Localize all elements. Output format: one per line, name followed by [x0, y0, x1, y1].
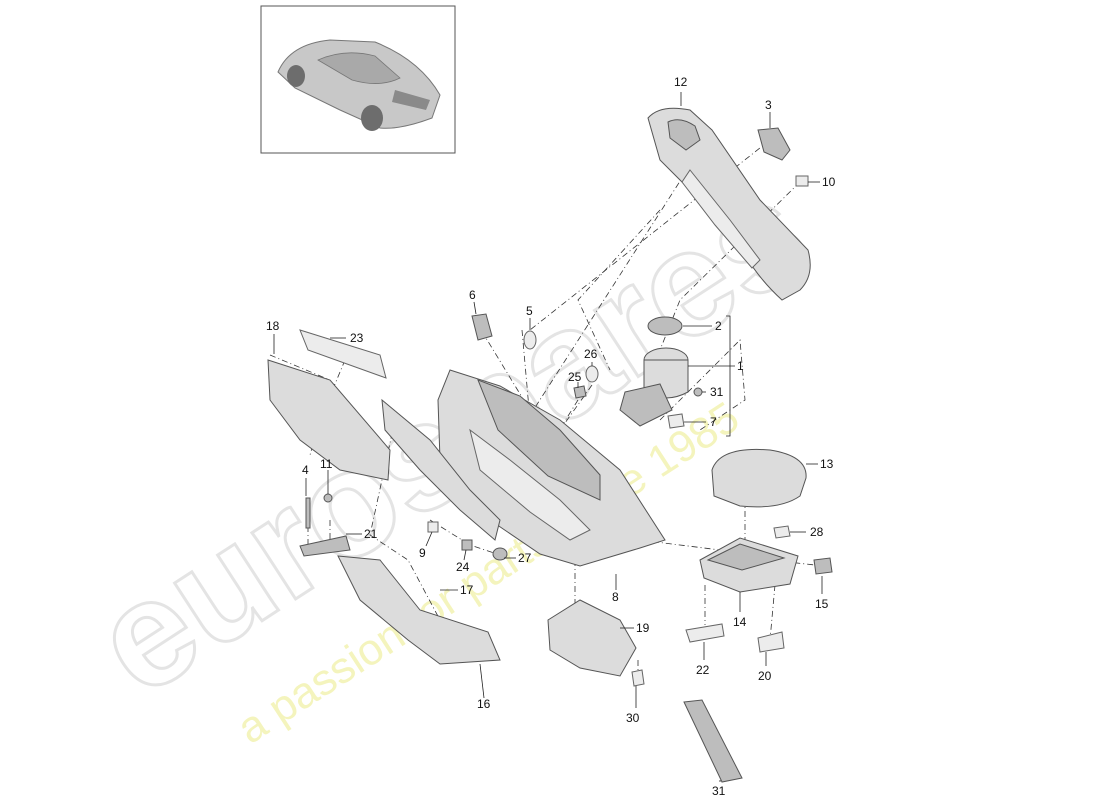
- callout-1: 1: [737, 359, 744, 373]
- callout-11: 11: [320, 457, 333, 471]
- parts: [267, 107, 833, 783]
- upper-bracket: [471, 313, 493, 341]
- callout-18: 18: [266, 319, 280, 333]
- callout-28: 28: [810, 525, 824, 539]
- callout-31-b: 31: [712, 784, 726, 798]
- small-clip: [573, 385, 587, 399]
- callout-22: 22: [696, 663, 710, 677]
- small-bracket: [667, 413, 685, 429]
- foam-pad: [683, 699, 743, 783]
- callout-2: 2: [715, 319, 722, 333]
- lower-mount-bracket: [547, 599, 637, 677]
- callout-14: 14: [733, 615, 747, 629]
- tray-switch: [813, 557, 833, 575]
- upper-console-trim: [647, 107, 811, 301]
- front-wheel: [287, 65, 305, 87]
- screw-part: [693, 387, 703, 397]
- lower-bracket: [299, 535, 351, 557]
- clip-9: [427, 521, 439, 533]
- leader-lines: [273, 92, 823, 782]
- callout-16: 16: [477, 697, 491, 711]
- callout-23: 23: [350, 331, 364, 345]
- callout-13: 13: [820, 457, 834, 471]
- callout-8: 8: [612, 590, 619, 604]
- callout-labels: 1 2 3 4 5 6 7 8 9 10 11 12 13 14 15 16 1…: [266, 75, 836, 798]
- callout-31-a: 31: [710, 385, 724, 399]
- storage-tray: [699, 537, 799, 593]
- callout-10: 10: [822, 175, 836, 189]
- callout-9: 9: [419, 546, 426, 560]
- hinge-right: [757, 631, 785, 653]
- rear-wheel: [361, 105, 383, 131]
- callout-17: 17: [460, 583, 474, 597]
- car-illustration: [277, 39, 441, 131]
- callout-26: 26: [584, 347, 598, 361]
- cup-holder: [619, 347, 689, 427]
- callout-15: 15: [815, 597, 829, 611]
- callout-30: 30: [626, 711, 640, 725]
- callout-7: 7: [710, 415, 717, 429]
- ring-clip: [523, 330, 537, 350]
- callout-24: 24: [456, 560, 470, 574]
- cup-ring: [647, 316, 683, 336]
- callout-4: 4: [302, 463, 309, 477]
- armrest-lid: [711, 448, 807, 508]
- callout-27: 27: [518, 551, 532, 565]
- callout-19: 19: [636, 621, 650, 635]
- callout-21: 21: [364, 527, 378, 541]
- callout-12: 12: [674, 75, 688, 89]
- lid-clip: [773, 525, 791, 539]
- callout-25: 25: [568, 370, 582, 384]
- screw: [323, 493, 333, 503]
- switch-part: [757, 127, 791, 161]
- callout-6: 6: [469, 288, 476, 302]
- ring-part: [585, 365, 599, 383]
- clip-part: [795, 175, 809, 187]
- callout-20: 20: [758, 669, 772, 683]
- bolt: [305, 497, 311, 529]
- nut: [461, 539, 473, 551]
- callout-3: 3: [765, 98, 772, 112]
- lower-panel: [337, 555, 501, 665]
- trim-strip: [381, 398, 501, 541]
- callout-5: 5: [526, 304, 533, 318]
- hinge-left: [685, 623, 725, 643]
- vehicle-thumbnail: [260, 5, 456, 154]
- side-panel: [267, 329, 391, 481]
- clip-30: [631, 669, 645, 687]
- grommet: [492, 547, 508, 561]
